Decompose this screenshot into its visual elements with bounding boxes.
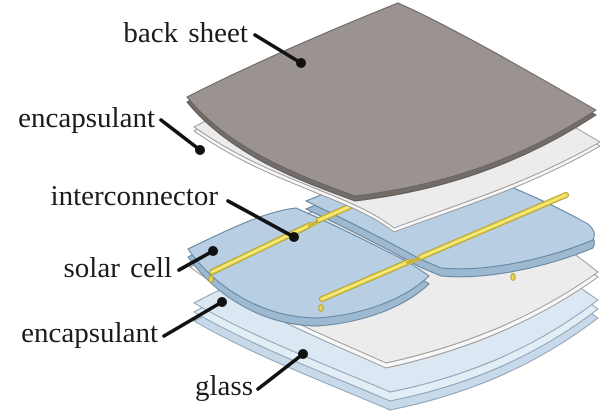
back-sheet-top-face	[186, 2, 597, 197]
ribbon-nub-2	[318, 304, 324, 312]
solar-cell-left-top-face	[187, 207, 430, 319]
encapsulant-bottom-leader	[162, 300, 224, 338]
encapsulant-top-leader	[159, 118, 202, 152]
encapsulant-top-dot	[195, 145, 205, 155]
interconnector-leader	[226, 199, 296, 239]
glass-leader	[256, 352, 305, 391]
ribbon-b-right-center	[420, 194, 567, 258]
ribbon-nub-3	[510, 273, 516, 281]
leader-lines	[159, 33, 308, 391]
back-sheet-dot	[296, 58, 306, 68]
encapsulant-top-label: encapsulant	[18, 102, 155, 134]
solar-cell-dot	[208, 246, 218, 256]
glass-label: glass	[195, 370, 253, 402]
solar-cell-label: solar cell	[63, 252, 172, 284]
interconnector-dot	[289, 232, 299, 242]
encapsulant-bottom-dot	[217, 297, 227, 307]
solar-cell-leader	[177, 249, 215, 272]
solar-cell-assembly	[187, 166, 595, 327]
ribbon-b-left-center	[321, 261, 409, 300]
ribbon-nub-1	[208, 275, 214, 283]
interconnector-label: interconnector	[50, 180, 218, 212]
encapsulant-bottom-label: encapsulant	[21, 317, 158, 349]
back-sheet-label: back sheet	[123, 17, 248, 49]
back-sheet-leader	[253, 33, 303, 65]
ribbon-end-nubs	[208, 273, 516, 312]
glass-dot	[298, 349, 308, 359]
